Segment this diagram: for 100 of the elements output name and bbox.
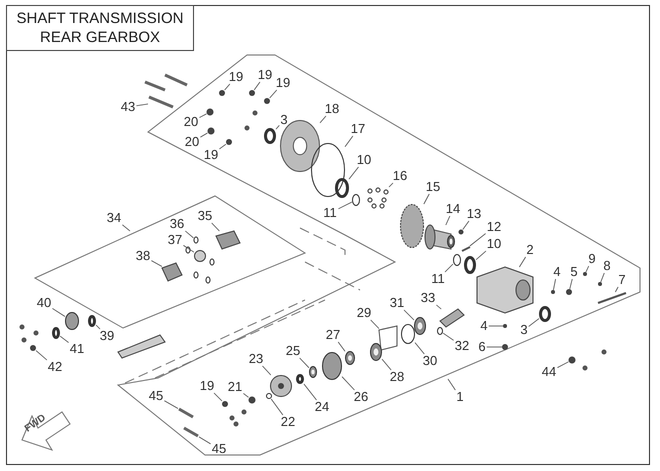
callout-number: 13 [466,207,482,221]
callout-number: 30 [422,354,438,368]
callout-number: 35 [198,209,212,223]
leader-line [219,144,226,150]
leader-line [211,222,220,232]
leader-line [184,230,194,238]
callout-number: 22 [280,415,296,429]
callout-number: 15 [426,180,440,194]
callout-number: 26 [354,390,368,404]
leader-line [243,393,249,398]
leader-line [122,224,130,232]
long-bolt-drawing [148,96,174,108]
small-pin-drawing [598,282,602,286]
o-ring-drawing [311,143,345,197]
pin-drawing [462,246,470,252]
ring-gear-drawing [400,204,424,248]
o-ring-drawing [453,254,461,266]
callout-number: 1 [456,390,464,404]
leader-line [414,342,425,354]
leader-line [320,116,326,124]
callout-number: 5 [570,265,578,279]
cross-joint-drawing [194,250,206,262]
callout-number: 14 [446,202,460,216]
leader-line [151,260,162,267]
callout-number: 24 [314,400,330,414]
leader-line [262,366,272,376]
differential-case-drawing [424,224,455,250]
callout-number: 4 [480,319,488,333]
small-pin-drawing [551,290,555,294]
callout-number: 19 [276,76,290,90]
leader-line [614,286,618,292]
leader-line [60,336,69,343]
leader-line [370,320,380,330]
leader-line [553,278,556,290]
leader-line [557,361,569,368]
small-pin-drawing [503,324,507,328]
callout-number: 37 [168,233,182,247]
leader-line [338,202,352,210]
seal-ring-drawing [539,306,551,322]
leader-line [462,220,470,230]
small-pin-drawing [583,272,587,276]
bolt-drawing [502,344,508,350]
long-bolt-drawing [183,426,199,438]
leader-line [136,104,148,106]
pin-drawing [598,292,626,304]
callout-number: 34 [106,211,122,225]
o-ring-drawing [352,194,360,206]
title: SHAFT TRANSMISSION REAR GEARBOX [16,9,184,47]
callout-number: 18 [324,102,340,116]
callout-number: 4 [553,265,561,279]
leader-line [442,332,454,341]
callout-number: 23 [248,352,264,366]
leader-line [342,376,355,390]
bearing-drawing [309,366,317,378]
gearbox-housing-drawing [476,266,534,314]
o-ring-drawing [266,393,272,399]
leader-line [518,256,526,268]
callout-number: 32 [454,339,470,353]
callout-number: 40 [36,296,52,310]
leader-line [276,124,280,130]
bushing-drawing [65,312,79,330]
leader-line [528,318,540,327]
leader-line [444,264,454,272]
seal-ring-drawing [264,128,276,144]
callout-number: 36 [170,217,184,231]
leader-line [52,308,66,317]
callout-number: 19 [204,148,218,162]
callout-number: 3 [280,113,288,127]
leader-line [600,272,605,282]
leader-line [569,278,573,290]
leader-line [304,384,317,400]
leader-line [199,113,207,118]
callout-number: 28 [390,370,404,384]
yoke-drawing [215,230,241,250]
long-bolt-drawing [178,408,194,418]
bolt-drawing [249,90,255,96]
bolt-drawing [219,90,225,96]
leader-line [344,136,354,148]
bolt-drawing [222,401,228,407]
callout-number: 10 [356,153,372,167]
callout-number: 17 [350,122,366,136]
callout-number: 45 [212,442,226,456]
leader-line [423,194,430,204]
o-ring-drawing [437,327,443,335]
callout-number: 8 [603,259,611,273]
callout-number: 45 [148,389,164,403]
bearing-drawing [414,317,426,335]
callout-number: 20 [184,115,198,129]
small-pin-drawing [458,230,464,234]
leader-line [348,166,359,180]
seal-ring-drawing [464,256,476,274]
callout-number: 16 [392,169,408,183]
bolt-drawing [248,396,256,404]
callout-number: 9 [588,252,596,266]
callout-number: 39 [100,329,114,343]
leader-line [338,342,346,352]
leader-line [183,244,194,253]
leader-line [486,346,502,348]
leader-line [164,400,178,409]
nut-set-drawing [368,188,388,208]
